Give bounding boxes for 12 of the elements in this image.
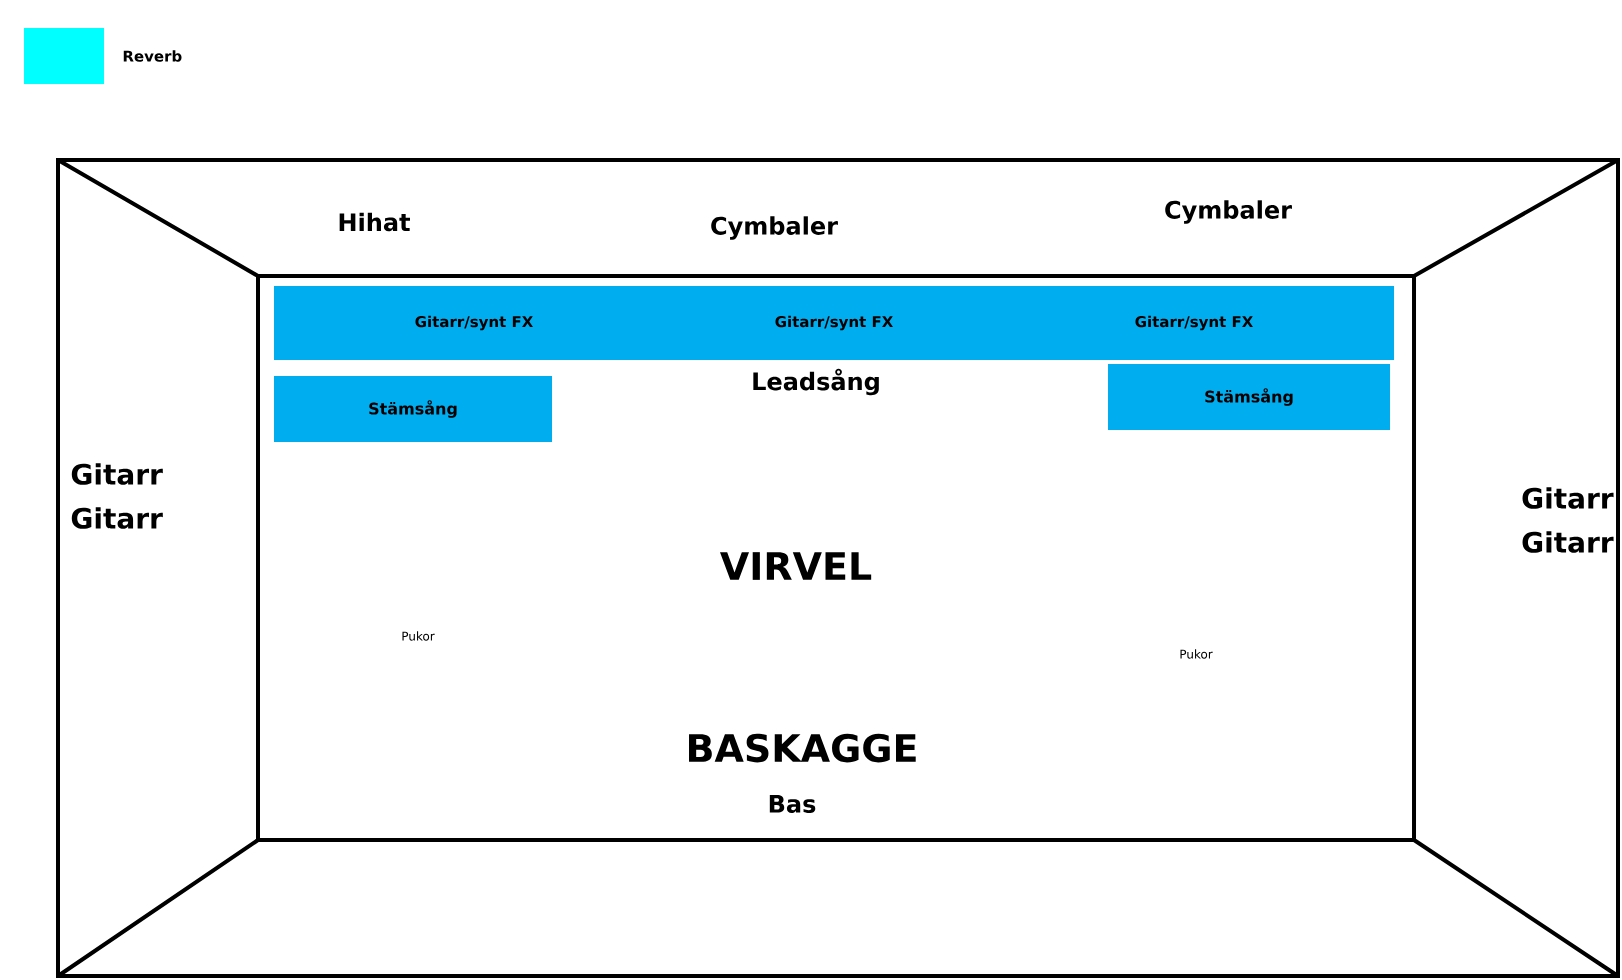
instrument-label: Gitarr <box>1522 531 1614 553</box>
instrument-label: Cymbaler <box>1165 200 1292 224</box>
instrument-label: Bas <box>769 795 816 813</box>
reverb-box: Stämsång <box>274 376 552 442</box>
instrument-label: Gitarr <box>1522 487 1614 509</box>
instrument-label: Gitarr <box>71 463 163 485</box>
instrument-label: Gitarr <box>71 507 163 529</box>
instrument-label: VIRVEL <box>720 552 872 580</box>
instrument-label: Hihat <box>339 212 410 232</box>
instrument-label: Cymbaler <box>711 216 838 240</box>
reverb-box: Stämsång <box>1108 364 1390 430</box>
instrument-label: BASKAGGE <box>689 733 916 763</box>
